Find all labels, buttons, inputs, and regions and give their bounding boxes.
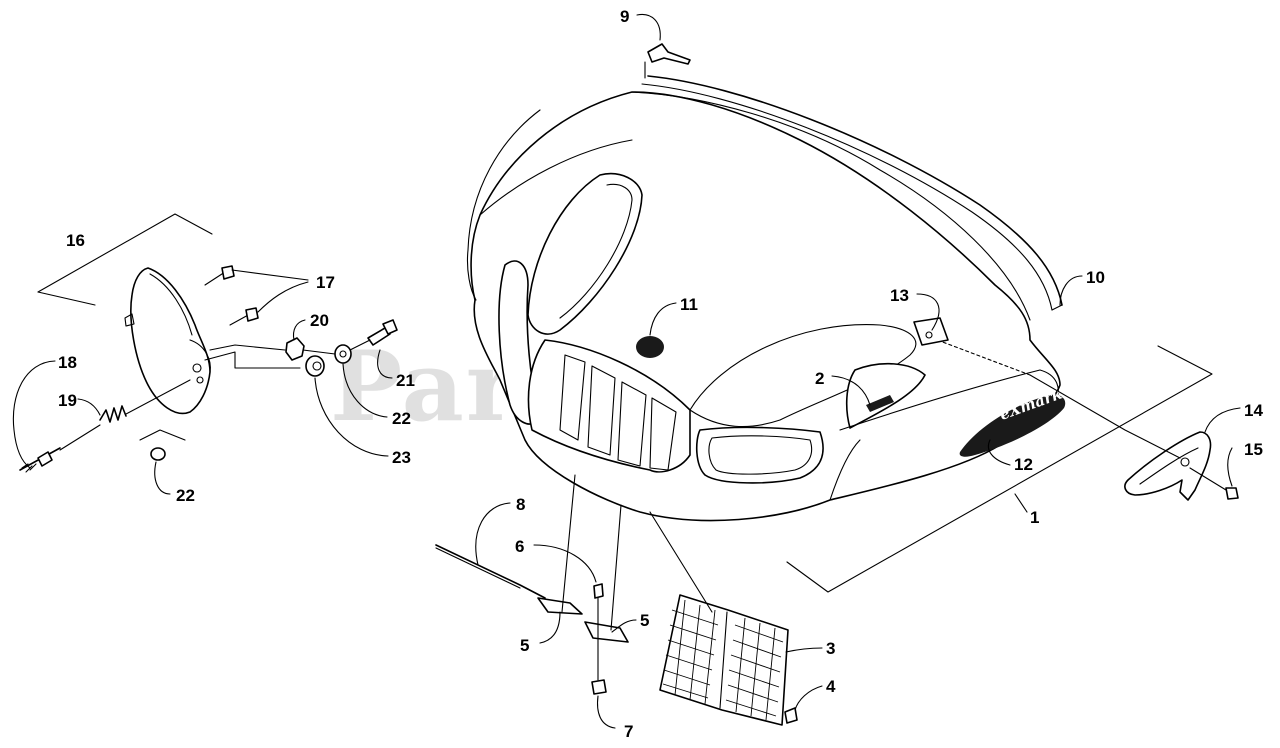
callout-11: 11 xyxy=(680,295,698,314)
callout-9: 9 xyxy=(620,7,629,26)
grille-panel-3 xyxy=(659,594,789,726)
callout-15: 15 xyxy=(1244,440,1263,459)
leader-lines xyxy=(12,13,1241,729)
bolt-21 xyxy=(367,319,398,346)
bolt-17-upper xyxy=(204,265,235,286)
bracket-5-left xyxy=(537,597,583,615)
bolt-17-lower xyxy=(229,307,259,326)
bracket-1 xyxy=(786,345,1213,593)
vent-insert xyxy=(866,395,894,412)
callout-22b: 22 xyxy=(392,409,411,428)
headlight-assembly xyxy=(124,267,211,415)
callout-10: 10 xyxy=(1086,268,1105,287)
screw-15 xyxy=(1189,467,1239,500)
callout-3: 3 xyxy=(826,639,835,658)
callout-13: 13 xyxy=(890,286,909,305)
callout-labels: 1 2 3 4 5 5 6 7 8 9 10 11 12 13 14 15 16… xyxy=(58,7,1263,741)
callout-5a: 5 xyxy=(520,636,529,655)
bracket-16 xyxy=(37,213,213,306)
hinge-14 xyxy=(1124,431,1212,501)
nut-20 xyxy=(285,337,305,361)
callout-22a: 22 xyxy=(176,486,195,505)
callout-20: 20 xyxy=(310,311,329,330)
callout-23: 23 xyxy=(392,448,411,467)
hood-assembly: eXmark xyxy=(466,91,1066,522)
seal-strip xyxy=(641,75,1063,311)
callout-12: 12 xyxy=(1014,455,1033,474)
callout-18: 18 xyxy=(58,353,77,372)
callout-19: 19 xyxy=(58,391,77,410)
decal-exmark xyxy=(959,394,1066,457)
bolt-6 xyxy=(593,583,604,681)
callout-7: 7 xyxy=(624,722,633,741)
callout-14: 14 xyxy=(1244,401,1263,420)
explode-lines-lower xyxy=(561,474,713,631)
callout-1: 1 xyxy=(1030,508,1039,527)
callout-8: 8 xyxy=(516,495,525,514)
badge-emblem xyxy=(636,336,664,358)
explode-lines-headlight xyxy=(59,339,371,451)
nut-7 xyxy=(591,679,607,695)
washer-22-lower xyxy=(150,447,166,461)
latch-9 xyxy=(644,43,691,79)
spring-19 xyxy=(99,405,127,423)
adjuster-screw-18 xyxy=(19,447,61,473)
bracket-5-right xyxy=(584,621,629,643)
callout-2: 2 xyxy=(815,369,824,388)
explode-lines-hinge xyxy=(931,337,1181,459)
spacer-23 xyxy=(305,355,325,377)
callout-6: 6 xyxy=(515,537,524,556)
clip-13 xyxy=(913,317,949,346)
prop-rod-8 xyxy=(435,544,546,599)
callout-16: 16 xyxy=(66,231,85,250)
washer-22-upper xyxy=(334,344,352,364)
callout-5b: 5 xyxy=(640,611,649,630)
callout-17: 17 xyxy=(316,273,335,292)
callout-21: 21 xyxy=(396,371,415,390)
clip-4 xyxy=(784,707,798,724)
callout-4: 4 xyxy=(826,677,836,696)
